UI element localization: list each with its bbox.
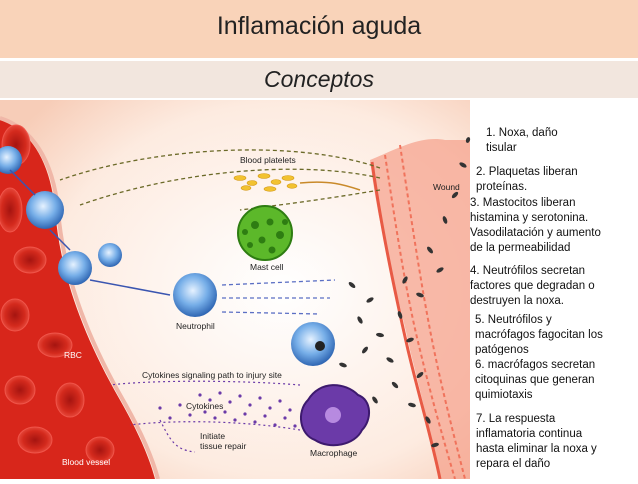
step-3-line2: histamina y serotonina. <box>470 212 589 224</box>
step-7: 7. La respuesta inflamatoria continua ha… <box>476 412 597 472</box>
step-3-line1: 3. Mastocitos liberan <box>470 197 576 209</box>
step-2-line1: 2. Plaquetas liberan <box>476 166 578 178</box>
tissue-neutrophil <box>173 273 217 317</box>
label-wound: Wound <box>433 182 460 192</box>
subtitle-bar <box>0 61 638 98</box>
label-initiate: Initiate <box>200 431 226 441</box>
step-7-line3: hasta eliminar la noxa y <box>476 443 597 455</box>
step-1: 1. Noxa, daño tisular <box>486 126 558 156</box>
label-cytokines-path: Cytokines signaling path to injury site <box>142 370 282 380</box>
step-7-line2: inflamatoria continua <box>476 428 583 440</box>
blood-platelets <box>233 173 298 192</box>
step-4-line1: 4. Neutrófilos secretan <box>470 265 586 277</box>
inflammation-illustration: Blood platelets Wound Mast cell Neutroph… <box>0 100 638 480</box>
step-7-line1: 7. La respuesta <box>476 413 556 425</box>
step-5-line3: patógenos <box>475 344 529 355</box>
label-rbc: RBC <box>64 350 82 360</box>
step-4: 4. Neutrófilos secretan factores que deg… <box>470 264 595 309</box>
step-6-line3: quimiotaxis <box>475 389 533 401</box>
title-bar <box>0 0 638 58</box>
label-blood-vessel: Blood vessel <box>62 457 111 467</box>
macrophage <box>299 384 370 447</box>
step-3: 3. Mastocitos liberan histamina y seroto… <box>470 196 601 256</box>
step-3-line4: de la permeabilidad <box>470 242 571 254</box>
bacteria <box>328 137 471 448</box>
label-tissue-repair: tissue repair <box>200 441 247 451</box>
label-mast-cell: Mast cell <box>250 262 284 272</box>
step-5-line1: 5. Neutrófilos y <box>475 314 552 326</box>
step-5-line2: macrófagos fagocitan los <box>475 329 603 341</box>
illustration-svg <box>0 100 471 480</box>
step-6-line1: 6. macrófagos secretan <box>475 359 596 371</box>
slide-title: Inflamación aguda <box>216 12 422 40</box>
label-cytokines: Cytokines <box>186 401 224 411</box>
label-macrophage: Macrophage <box>310 448 358 458</box>
cytokines <box>158 391 297 428</box>
step-2-line2: proteínas. <box>476 181 528 193</box>
step-2: 2. Plaquetas liberan proteínas. <box>476 165 578 195</box>
label-blood-platelets: Blood platelets <box>240 155 296 165</box>
phagocytosing-neutrophil <box>291 322 335 366</box>
step-7-line4: repara el daño <box>476 458 551 470</box>
wound-tissue-edge <box>370 161 442 480</box>
vessel-neutrophils <box>0 146 122 285</box>
mast-cell <box>237 205 293 261</box>
step-5: 5. Neutrófilos y macrófagos fagocitan lo… <box>475 313 603 355</box>
step-3-line3: Vasodilatación y aumento <box>470 227 601 239</box>
red-blood-cells <box>0 124 115 464</box>
step-4-line3: destruyen la noxa. <box>470 295 564 307</box>
slide-subtitle: Conceptos <box>264 66 374 92</box>
wound-tissue <box>370 139 470 480</box>
step-6: 6. macrófagos secretan citoquinas que ge… <box>475 358 596 403</box>
step-4-line2: factores que degradan o <box>470 280 595 292</box>
step-1-line1: 1. Noxa, daño <box>486 127 558 139</box>
label-neutrophil: Neutrophil <box>176 321 215 331</box>
step-1-line2: tisular <box>486 142 517 154</box>
step-6-line2: citoquinas que generan <box>475 374 595 386</box>
